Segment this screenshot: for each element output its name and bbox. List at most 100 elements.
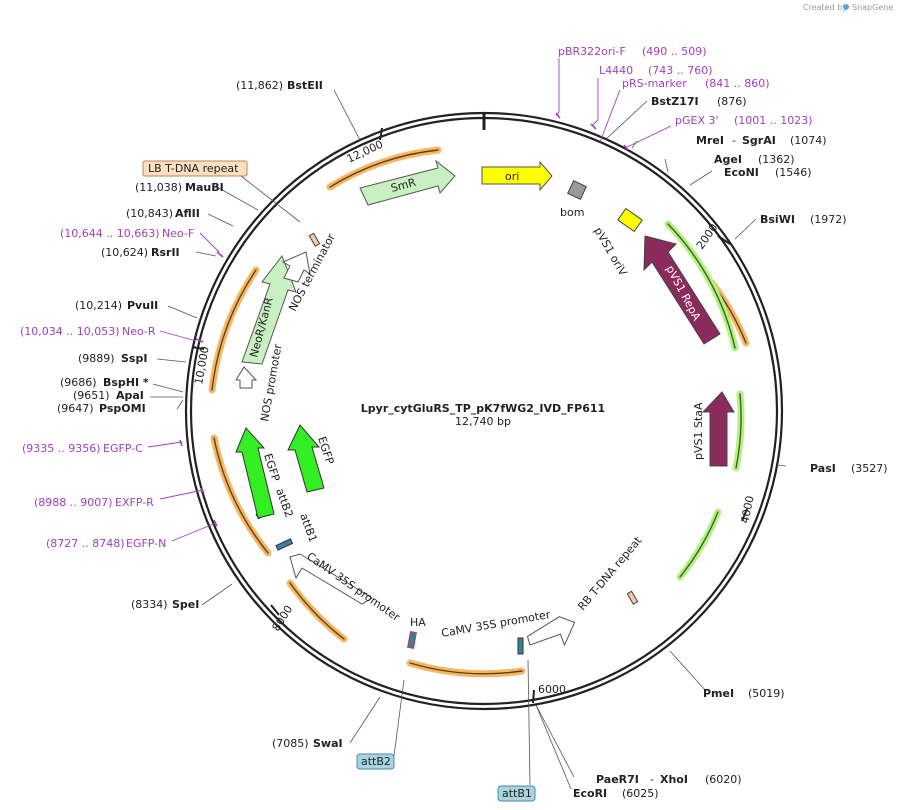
attb1-mark	[517, 637, 524, 655]
attb1-callout-label: attB1	[502, 787, 532, 800]
tick-marks	[191, 127, 748, 704]
site-num-ecori: (6025)	[622, 787, 659, 800]
site-sep-paer7i: -	[650, 773, 654, 786]
green-feature-arcs	[664, 220, 745, 581]
attb2-callout	[356, 753, 395, 770]
primer-name-prs-marker: pRS-marker	[622, 77, 687, 90]
credit-brand: SnapGene	[852, 3, 893, 12]
site-name-pspomi: PspOMI	[99, 402, 146, 415]
site-name-spei: SpeI	[172, 598, 199, 611]
site-num-econi: (1546)	[775, 166, 812, 179]
site-num-aflii: (10,843)	[126, 207, 173, 220]
plasmid-size: 12,740 bp	[455, 415, 511, 428]
site-name-rsrii: RsrII	[151, 246, 180, 259]
tick-4000: 4000	[738, 495, 757, 525]
site-num-maubi: (11,038)	[135, 181, 182, 194]
primer-name-egfp-c: EGFP-C	[103, 442, 143, 455]
primer-range-neo-f: (10,644 .. 10,663)	[60, 227, 160, 240]
site-num-agei: (1362)	[758, 153, 795, 166]
primer-range-pbr322ori-f: (490 .. 509)	[642, 45, 707, 58]
attb2-callout-label: attB2	[361, 755, 391, 768]
orange-feature-arcs	[208, 146, 750, 678]
site-num-bsteii: (11,862)	[236, 79, 283, 92]
pvs1-oriv-label: pVS1 oriV	[591, 225, 629, 279]
site-name-mrei: MreI	[696, 134, 724, 147]
site-name-maubi: MauBI	[185, 181, 224, 194]
smr-arrow	[359, 159, 456, 206]
site-name-swai: SwaI	[313, 737, 343, 750]
site-name-aflii: AflII	[175, 207, 200, 220]
ori-label: ori	[505, 170, 519, 183]
primer-range-egfp-n: (8727 .. 8748)	[46, 537, 125, 550]
site-name-xhoi: XhoI	[660, 773, 688, 786]
lb-repeat-callout-label: LB T-DNA repeat	[148, 162, 239, 175]
site-num-pasi: (3527)	[851, 462, 888, 475]
site-name-bsiwi: BsiWI	[760, 213, 795, 226]
lb-repeat-mark	[308, 232, 321, 247]
tick-6000: 6000	[538, 683, 566, 696]
primer-range-neo-r: (10,034 .. 10,053)	[20, 325, 120, 338]
camv1-arrow	[526, 616, 576, 647]
ori-arrow	[481, 160, 553, 192]
nos-promoter-arrow	[235, 366, 258, 389]
attb1-callout	[497, 785, 536, 802]
camv2-arrow	[289, 553, 373, 605]
site-num-spei: (8334)	[131, 598, 168, 611]
site-name-bsteii: BstEII	[287, 79, 323, 92]
primer-name-neo-f: Neo-F	[162, 227, 194, 240]
egfp-arrow-2	[287, 424, 325, 493]
pvs1-repa-arrow	[643, 235, 721, 345]
site-name-agei: AgeI	[714, 153, 742, 166]
primer-range-egfp-c: (9335 .. 9356)	[22, 442, 101, 455]
egfp-arrow-1	[235, 427, 275, 519]
primer-marks	[179, 112, 629, 527]
attb1-inner-mark	[275, 538, 294, 551]
lb-repeat-callout	[142, 160, 248, 177]
pvs1-staa-arrow	[701, 391, 735, 467]
primer-range-exfp-r: (8988 .. 9007)	[34, 496, 113, 509]
primer-name-exfp-r: EXFP-R	[115, 496, 154, 509]
site-name-paer7i: PaeR7I	[596, 773, 639, 786]
site-leader-lines	[150, 89, 787, 790]
primer-leader-lines	[147, 58, 672, 542]
snapgene-logo-icon	[843, 4, 849, 10]
primer-name-l4440: L4440	[599, 64, 633, 77]
bom-label: bom	[560, 206, 584, 219]
site-num-sgrai: (1074)	[790, 134, 827, 147]
pvs1-staa-label: pVS1 StaA	[692, 402, 705, 460]
site-name-bsphi: BspHI *	[103, 376, 149, 389]
site-name-pmei: PmeI	[703, 687, 734, 700]
site-num-pmei: (5019)	[748, 687, 785, 700]
rb-repeat-box	[626, 590, 639, 605]
smr-label: SmR	[389, 176, 417, 195]
site-sep-mrei: -	[732, 134, 736, 147]
site-name-pvuii: PvuII	[127, 299, 158, 312]
credit-text: Created by	[803, 3, 847, 12]
ha-mark	[407, 631, 417, 649]
site-num-bsiwi: (1972)	[810, 213, 847, 226]
primer-range-l4440: (743 .. 760)	[648, 64, 713, 77]
primer-name-neo-r: Neo-R	[122, 325, 156, 338]
neor-kanr-arrow	[241, 254, 297, 365]
pvs1-oriv-box	[617, 207, 643, 233]
site-num-rsrii: (10,624)	[101, 246, 148, 259]
site-num-bsphi: (9686)	[60, 376, 97, 389]
site-name-pasi: PasI	[810, 462, 836, 475]
site-num-sspi: (9889)	[78, 352, 115, 365]
site-name-sgrai: SgrAI	[742, 134, 776, 147]
primer-name-egfp-n: EGFP-N	[126, 537, 166, 550]
primer-range-pgex3: (1001 .. 1023)	[734, 114, 813, 127]
primer-range-prs-marker: (841 .. 860)	[705, 77, 770, 90]
attb2-inner-label: attB2	[273, 487, 295, 520]
pvs1-repa-label: pVS1 RepA	[663, 263, 703, 323]
site-num-bstz17i: (876)	[717, 95, 747, 108]
nos-terminator-arrow	[281, 251, 311, 283]
ha-label: HA	[410, 616, 426, 629]
egfp-label-2: EGFP	[315, 435, 336, 466]
site-name-apai: ApaI	[116, 389, 144, 402]
plasmid-name: Lpyr_cytGluRS_TP_pK7fWG2_IVD_FP611	[361, 402, 605, 415]
site-num-pspomi: (9647)	[57, 402, 94, 415]
site-name-bstz17i: BstZ17I	[651, 95, 699, 108]
tick-10000: 10,000	[192, 345, 211, 385]
